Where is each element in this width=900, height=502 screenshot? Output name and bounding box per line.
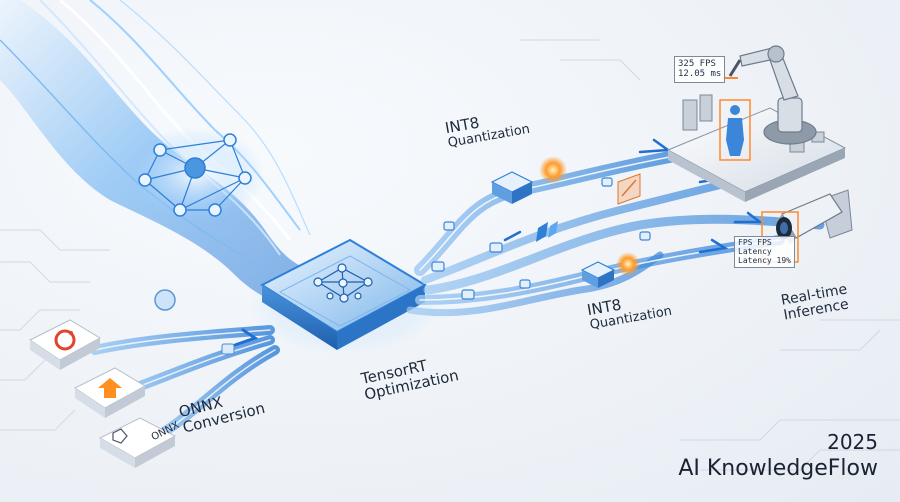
framework-card-tensorflow (74, 367, 147, 418)
camera-stats-hud: FPS FPS Latency Latency 19% (734, 236, 795, 268)
framework-card-onnx (98, 417, 177, 468)
transform-chevron-icon (536, 221, 558, 242)
worker-icon (719, 99, 751, 161)
factory-platform (666, 94, 847, 202)
robot-arm-icon (722, 45, 817, 145)
brand-year: 2025 (827, 430, 878, 454)
int8-cube-bottom (580, 261, 616, 288)
brand-name: AI KnowledgeFlow (678, 456, 878, 481)
robot-fps-value: 325 FPS (678, 59, 716, 69)
data-packet (221, 343, 235, 355)
framework-card-pytorch (29, 319, 102, 370)
pipe-packets (431, 177, 651, 300)
circuit-traces (0, 39, 900, 471)
camera-fps-text: FPS FPS (738, 238, 772, 247)
int8-cube-top (490, 171, 534, 204)
tensorrt-chip (250, 238, 440, 355)
robot-fps-hud: 325 FPS 12.05 ms (674, 56, 726, 83)
node-dot (154, 289, 176, 311)
neural-network-icon (125, 127, 265, 223)
spark-icon-2 (616, 252, 640, 276)
spark-icon (539, 156, 567, 184)
camera-latency-text: Latency (738, 247, 772, 257)
quant-panel-icon (617, 173, 641, 205)
camera-latency-pct: Latency 19% (738, 256, 791, 266)
camera-icon (761, 189, 853, 263)
robot-latency-value: 12.05 ms (678, 69, 722, 80)
